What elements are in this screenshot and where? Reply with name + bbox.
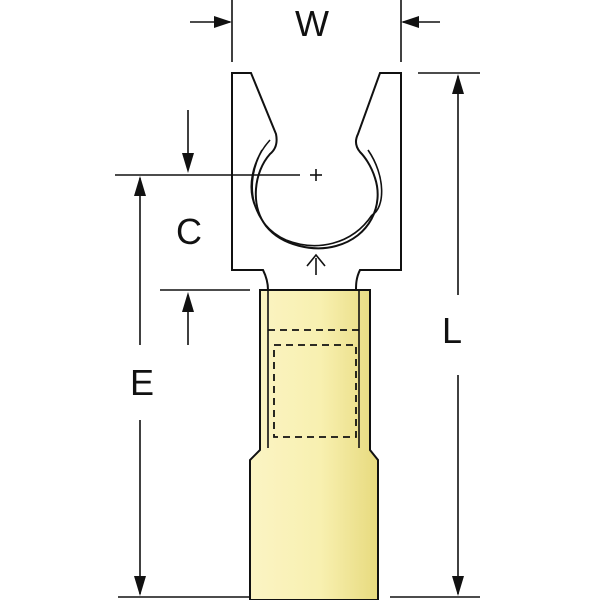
- center-label: C: [176, 211, 202, 252]
- fork-inner-arc-right: [367, 149, 383, 216]
- hidden-barrel-dashed: [273, 344, 357, 438]
- insertion-arrow-icon: [306, 253, 326, 275]
- center-dimension: [182, 110, 194, 345]
- edge-label: E: [130, 362, 154, 403]
- width-dimension: [190, 0, 440, 62]
- fork-inner-arc-left: [250, 139, 271, 213]
- insulation-barrel: [249, 289, 379, 600]
- center-crosshair-icon: [310, 169, 322, 181]
- fork-tongue-outline: [231, 72, 402, 291]
- length-label: L: [442, 310, 462, 351]
- width-label: W: [295, 3, 329, 44]
- fork-inner-arc: [251, 149, 373, 247]
- length-dimension: [390, 72, 480, 598]
- edge-dimension: [118, 176, 250, 598]
